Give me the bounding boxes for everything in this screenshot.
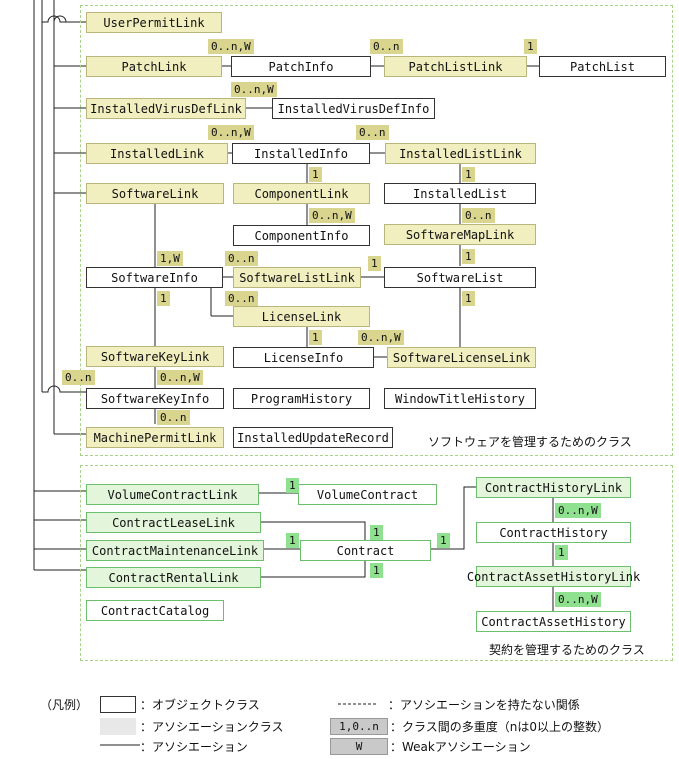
software-info-class[interactable]: SoftwareInfo xyxy=(86,267,223,288)
volume-contract-class[interactable]: VolumeContract xyxy=(298,484,437,505)
multiplicity-badge: 1 xyxy=(437,533,450,548)
multiplicity-badge: 0..n,W xyxy=(208,125,254,140)
multiplicity-badge: 1 xyxy=(462,291,475,306)
multiplicity-badge: 0..n xyxy=(370,39,403,54)
program-history-class[interactable]: ProgramHistory xyxy=(233,388,370,409)
installed-update-record-class[interactable]: InstalledUpdateRecord xyxy=(233,427,393,448)
multiplicity-badge: 0..n,W xyxy=(358,330,404,345)
legend-object-class: ：オブジェクトクラス xyxy=(140,698,260,712)
multiplicity-badge: 1 xyxy=(462,249,475,264)
software-link-class[interactable]: SoftwareLink xyxy=(86,183,224,204)
multiplicity-badge: 0..n xyxy=(225,251,258,266)
patch-info-class[interactable]: PatchInfo xyxy=(231,56,371,77)
installed-link-class[interactable]: InstalledLink xyxy=(86,143,228,164)
contract-region-label: 契約を管理するためのクラス xyxy=(489,643,645,657)
software-map-link-class[interactable]: SoftwareMapLink xyxy=(384,224,536,245)
installed-list-class[interactable]: InstalledList xyxy=(384,183,536,204)
multiplicity-badge: 0..n,W xyxy=(208,39,254,54)
multiplicity-badge: 1 xyxy=(309,167,322,182)
machine-permit-link-class[interactable]: MachinePermitLink xyxy=(86,427,224,448)
installed-virus-def-info-class[interactable]: InstalledVirusDefInfo xyxy=(272,98,435,119)
license-link-class[interactable]: LicenseLink xyxy=(233,306,370,327)
installed-info-class[interactable]: InstalledInfo xyxy=(232,143,370,164)
patch-list-class[interactable]: PatchList xyxy=(539,56,666,77)
multiplicity-badge: 1 xyxy=(370,563,383,578)
multiplicity-badge: 0..n,W xyxy=(309,208,355,223)
installed-virus-def-link-class[interactable]: InstalledVirusDefLink xyxy=(86,98,246,119)
patch-list-link-class[interactable]: PatchListLink xyxy=(384,56,527,77)
multiplicity-badge: 1 xyxy=(370,525,383,540)
legend-non-association-relation: ：アソシエーションを持たない関係 xyxy=(388,698,580,712)
contract-maintenance-link-class[interactable]: ContractMaintenanceLink xyxy=(86,540,264,561)
multiplicity-badge: 0..n,W xyxy=(555,592,601,607)
volume-contract-link-class[interactable]: VolumeContractLink xyxy=(86,484,259,505)
multiplicity-badge: 0..n,W xyxy=(231,82,277,97)
multiplicity-badge: 1 xyxy=(157,291,170,306)
legend-association: ：アソシエーション xyxy=(140,740,248,754)
contract-lease-link-class[interactable]: ContractLeaseLink xyxy=(86,512,261,533)
contract-region xyxy=(80,465,673,661)
multiplicity-badge: 0..n xyxy=(62,370,95,385)
legend-weak-sample: W xyxy=(330,738,388,755)
software-key-info-class[interactable]: SoftwareKeyInfo xyxy=(86,388,224,409)
multiplicity-badge: 0..n xyxy=(225,291,258,306)
multiplicity-badge: 1 xyxy=(368,256,381,271)
multiplicity-badge: 0..n xyxy=(157,410,190,425)
multiplicity-badge: 1 xyxy=(309,330,322,345)
contract-asset-history-link-class[interactable]: ContractAssetHistoryLink xyxy=(467,566,640,587)
contract-asset-history-class[interactable]: ContractAssetHistory xyxy=(476,611,631,632)
multiplicity-badge: 1 xyxy=(286,533,299,548)
multiplicity-badge: 0..n,W xyxy=(157,370,203,385)
multiplicity-badge: 1 xyxy=(524,39,537,54)
multiplicity-badge: 0..n xyxy=(356,125,389,140)
legend-object-class-swatch xyxy=(100,696,136,713)
installed-list-link-class[interactable]: InstalledListLink xyxy=(385,143,536,164)
license-info-class[interactable]: LicenseInfo xyxy=(233,347,374,368)
multiplicity-badge: 1,W xyxy=(157,251,183,266)
multiplicity-badge: 1 xyxy=(286,478,299,493)
legend-multiplicity-sample: 1,0..n xyxy=(330,718,388,735)
software-region xyxy=(80,5,673,456)
multiplicity-badge: 1 xyxy=(555,545,568,560)
legend-association-class: ：アソシエーションクラス xyxy=(140,720,284,734)
component-link-class[interactable]: ComponentLink xyxy=(233,183,370,204)
legend-heading: （凡例） xyxy=(40,698,89,712)
contract-history-class[interactable]: ContractHistory xyxy=(476,522,631,543)
contract-catalog-class[interactable]: ContractCatalog xyxy=(86,600,224,621)
multiplicity-badge: 0..n,W xyxy=(555,503,601,518)
contract-class[interactable]: Contract xyxy=(300,540,431,561)
software-key-link-class[interactable]: SoftwareKeyLink xyxy=(86,346,224,367)
software-list-class[interactable]: SoftwareList xyxy=(384,267,536,288)
software-region-label: ソフトウェアを管理するためのクラス xyxy=(428,435,632,449)
legend-multiplicity: ：クラス間の多重度（nは0以上の整数） xyxy=(390,720,610,734)
software-license-link-class[interactable]: SoftwareLicenseLink xyxy=(387,347,536,368)
contract-history-link-class[interactable]: ContractHistoryLink xyxy=(476,477,631,498)
user-permit-link-class[interactable]: UserPermitLink xyxy=(86,12,222,33)
multiplicity-badge: 1 xyxy=(462,167,475,182)
multiplicity-badge: 0..n xyxy=(462,208,495,223)
component-info-class[interactable]: ComponentInfo xyxy=(233,225,370,246)
legend-association-class-swatch xyxy=(100,718,136,735)
patch-link-class[interactable]: PatchLink xyxy=(86,56,222,77)
window-title-history-class[interactable]: WindowTitleHistory xyxy=(384,388,536,409)
contract-rental-link-class[interactable]: ContractRentalLink xyxy=(86,567,261,588)
software-list-link-class[interactable]: SoftwareListLink xyxy=(233,267,361,288)
legend-weak: ：Weakアソシエーション xyxy=(390,740,531,754)
